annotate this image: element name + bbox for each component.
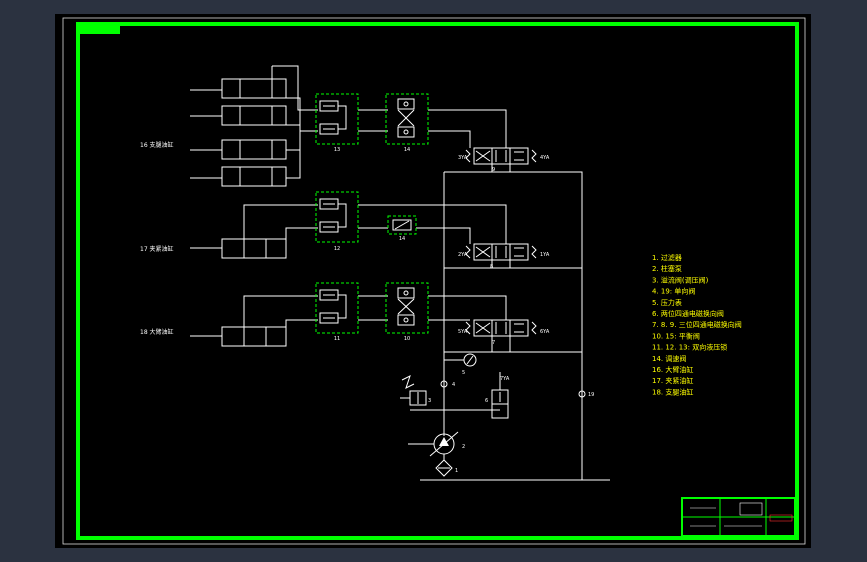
legend-item: 3. 溢流阀(调压阀): [652, 275, 709, 284]
valve-8-right-tag: 1YA: [540, 252, 550, 258]
two-way-number: 6: [485, 398, 488, 404]
legend-item: 6. 两位四通电磁换向阀: [652, 309, 724, 318]
check-4-number: 4: [452, 382, 455, 388]
throttle-valve-14: [387, 215, 417, 235]
component-legend: 1. 过滤器 2. 柱塞泵 3. 溢流阀(调压阀) 4. 19: 单向阀 5. 压力表 6…: [652, 253, 742, 396]
legend-item: 7. 8. 9. 三位四通电磁换向阀: [652, 320, 742, 329]
double-pilot-check-12: [315, 191, 359, 243]
legend-item: 1. 过滤器: [652, 253, 682, 262]
valve-8-left-tag: 2YA: [458, 252, 468, 258]
balance-valve-top: [385, 93, 429, 145]
valve-9-left-tag: 3YA: [458, 155, 468, 161]
valve-7-number: 7: [492, 340, 495, 346]
drawing-sheet: [55, 14, 811, 548]
sheet-outer-border: [62, 17, 806, 545]
relief-valve: [400, 375, 427, 406]
legend-item: 2. 柱塞泵: [652, 264, 682, 273]
legend-item: 17. 夹紧油缸: [652, 376, 693, 385]
return-check-number: 19: [588, 392, 594, 398]
check-valve-4: [440, 380, 448, 388]
valve-7-right-tag: 6YA: [540, 329, 550, 335]
sheet-tag: [78, 24, 120, 34]
directional-valve-7: [465, 319, 537, 337]
double-pilot-check-11: [315, 282, 359, 334]
check-13-number: 13: [334, 147, 340, 153]
return-check-valve: [578, 390, 586, 398]
relief-number: 3: [428, 398, 431, 404]
pump-number: 2: [462, 444, 465, 450]
bottom-group-pipes: [243, 295, 507, 327]
balance-top-number: 14: [404, 147, 410, 153]
pressure-gauge: [444, 353, 477, 367]
legend-item: 10. 15: 平衡阀: [652, 331, 700, 340]
legend-item: 5. 压力表: [652, 298, 682, 307]
clamp-cylinder-label: 17 夹紧油缸: [140, 245, 174, 253]
support-cylinders: [190, 78, 287, 187]
valve-9-number: 9: [492, 167, 495, 173]
double-pilot-check-13: [315, 93, 359, 145]
support-cylinder-label: 16 支腿油缸: [140, 141, 174, 149]
pump: [408, 431, 459, 457]
legend-item: 18. 支腿油缸: [652, 387, 693, 396]
balance-bottom-number: 10: [404, 336, 410, 342]
valve-7-left-tag: 5YA: [458, 329, 468, 335]
legend-item: 16. 大臂油缸: [652, 365, 693, 374]
top-group-pipes: [271, 65, 507, 179]
directional-valve-9: [465, 147, 537, 165]
filter: [435, 454, 453, 477]
two-way-tag: 7YA: [500, 376, 510, 382]
valve-9-right-tag: 4YA: [540, 155, 550, 161]
drawing-frame: [76, 22, 799, 540]
balance-valve-bottom: [385, 282, 429, 334]
check-12-number: 12: [334, 246, 340, 252]
two-way-valve: [491, 372, 509, 419]
legend-item: 14. 调速阀: [652, 354, 686, 363]
legend-item: 11. 12. 13: 双向液压锁: [652, 343, 727, 352]
legend-item: 4. 19: 单向阀: [652, 287, 695, 296]
throttle-14-number: 14: [399, 236, 405, 242]
gauge-number: 5: [462, 370, 465, 376]
check-11-number: 11: [334, 336, 340, 342]
main-lines: [410, 164, 610, 481]
filter-number: 1: [455, 468, 458, 474]
directional-valve-8: [465, 243, 537, 261]
middle-group-pipes: [243, 204, 507, 244]
arm-cylinder-label: 18 大臂油缸: [140, 328, 174, 336]
title-block: [681, 497, 796, 537]
